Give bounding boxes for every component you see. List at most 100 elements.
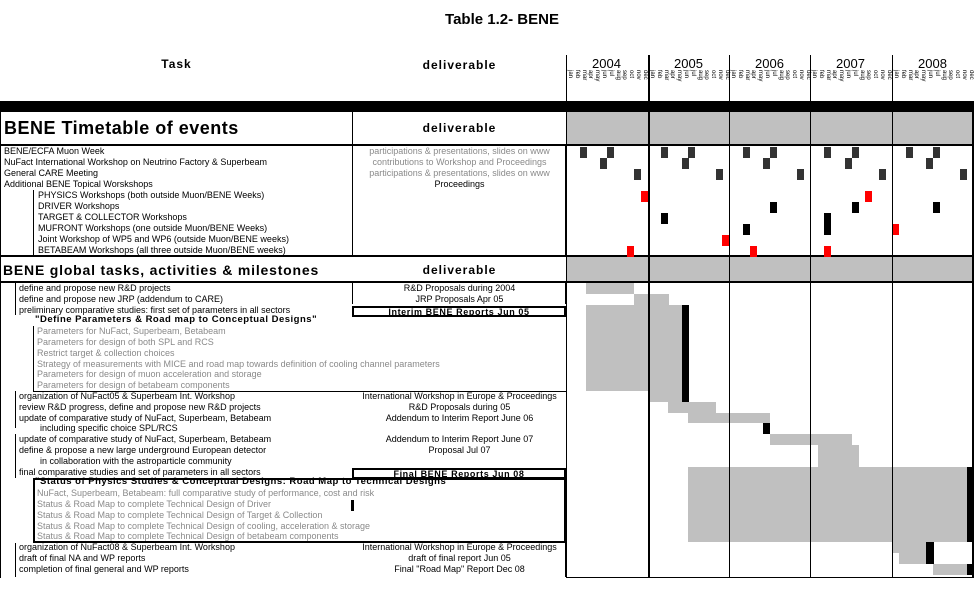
month-label: aug	[614, 70, 621, 81]
event-deliverable	[353, 245, 566, 256]
event-mark-black	[770, 202, 777, 213]
event-mark-dark	[606, 147, 614, 158]
task-bar-black	[967, 466, 974, 543]
month-label: apr	[669, 70, 676, 79]
month-label: aug	[858, 70, 865, 81]
task-label: Status & Road Map to complete Technical …	[37, 509, 323, 520]
event-mark-black	[824, 213, 832, 224]
event-mark-dark	[797, 169, 805, 180]
task-bar-gray	[586, 283, 635, 294]
event-task: DRIVER Workshops	[38, 201, 120, 211]
tasks-section-header: BENE global tasks, activities & mileston…	[0, 255, 974, 283]
month-label: jan	[567, 70, 573, 79]
task-label: final comparative studies and set of par…	[19, 466, 261, 477]
timeline-shade	[566, 112, 974, 144]
task-label: Parameters for design of both SPL and RC…	[37, 337, 214, 347]
event-mark-dark	[906, 147, 913, 158]
year-label: 2005	[674, 56, 703, 71]
month-label: feb	[573, 70, 580, 79]
task-deliverable: International Workshop in Europe & Proce…	[362, 391, 557, 401]
month-label: mar	[824, 70, 831, 81]
column-divider	[565, 283, 566, 304]
event-mark-dark	[715, 169, 723, 180]
year-label: 2006	[755, 56, 784, 71]
task-deliverable: Final BENE Reports Jun 08	[352, 467, 566, 479]
task-deliverable: Final "Road Map" Report Dec 08	[394, 563, 525, 574]
event-task: BETABEAM Workshops (all three outside Mu…	[38, 245, 286, 255]
events-section-deliverable: deliverable	[422, 121, 497, 135]
event-deliverable	[353, 201, 566, 212]
task-label: Parameters for design of muon accelerati…	[37, 369, 262, 380]
task-deliverable: draft of final report Jun 05	[408, 553, 511, 563]
deliverable-column-header: deliverable	[422, 58, 497, 72]
task-label: define and propose new R&D projects	[19, 283, 171, 293]
task-label: define and propose new JRP (addendum to …	[19, 293, 223, 304]
event-mark-dark	[634, 169, 641, 180]
task-label: define & propose a new large underground…	[19, 445, 267, 455]
month-label: jul	[851, 70, 858, 77]
month-label: apr	[587, 70, 594, 79]
final-group-border	[15, 543, 566, 577]
task-bar-gray	[770, 434, 853, 445]
month-label: nov	[798, 70, 804, 80]
indent-line	[33, 190, 34, 255]
month-label: dec	[641, 70, 648, 80]
event-deliverable	[353, 234, 566, 245]
year-divider	[648, 55, 650, 101]
year-divider	[729, 55, 730, 101]
month-label: jun	[845, 70, 851, 79]
task-bar-gray	[899, 553, 927, 564]
task-bar-gray	[688, 466, 968, 543]
event-mark-red	[749, 246, 757, 257]
month-label: feb	[899, 70, 906, 79]
task-label: Restrict target & collection choices	[37, 347, 175, 358]
event-mark-red	[824, 246, 832, 257]
month-label: jun	[764, 70, 770, 79]
month-label: sep	[947, 70, 954, 80]
group-border	[33, 391, 566, 392]
event-mark-dark	[878, 169, 886, 180]
task-deliverable: R&D Proposals during 2004	[403, 283, 516, 293]
event-mark-dark	[688, 147, 696, 158]
month-label: apr	[831, 70, 838, 79]
month-label: feb	[655, 70, 662, 79]
indent-line	[15, 434, 16, 478]
column-divider	[565, 146, 566, 256]
event-mark-dark	[763, 158, 771, 169]
month-label: oct	[628, 70, 635, 79]
task-label: NuFact, Superbeam, Betabeam: full compar…	[37, 488, 375, 499]
year-gridline	[972, 112, 974, 578]
month-label: may	[920, 70, 927, 82]
year-label: 2004	[592, 56, 621, 71]
event-task: MUFRONT Workshops (one outside Muon/BENE…	[38, 223, 268, 233]
event-mark-dark	[851, 147, 859, 158]
month-label: may	[757, 70, 764, 82]
month-label: jul	[607, 70, 614, 77]
month-label: oct	[872, 70, 879, 79]
task-deliverable: R&D Proposals during 05	[408, 401, 511, 412]
task-column-header: Task	[161, 57, 192, 71]
task-deliverable: Interim BENE Reports Jun 05	[352, 305, 566, 317]
event-mark-black	[661, 213, 669, 224]
chart-bottom-line	[566, 577, 974, 578]
page-title: Table 1.2- BENE	[445, 11, 559, 28]
event-deliverable	[353, 212, 566, 223]
task-bar-gray	[668, 401, 717, 413]
month-label: feb	[817, 70, 824, 79]
month-label: mar	[580, 70, 587, 81]
event-task: TARGET & COLLECTOR Workshops	[38, 212, 187, 222]
status-group-border	[33, 478, 566, 543]
month-label: aug	[940, 70, 947, 81]
task-bar-gray	[817, 445, 859, 467]
year-gridline	[729, 112, 730, 578]
task-label: Strategy of measurements with MICE and r…	[37, 358, 440, 369]
event-mark-dark	[661, 147, 669, 158]
month-label: mar	[906, 70, 913, 81]
task-label: Parameters for NuFact, Superbeam, Betabe…	[37, 326, 226, 337]
month-label: nov	[961, 70, 967, 80]
task-label: completion of final general and WP repor…	[19, 563, 189, 574]
task-label: update of comparative study of NuFact, S…	[19, 412, 272, 423]
event-mark-red	[892, 224, 900, 235]
indent-line	[15, 391, 16, 428]
event-deliverable: contributions to Workshop and Proceeding…	[372, 157, 547, 167]
